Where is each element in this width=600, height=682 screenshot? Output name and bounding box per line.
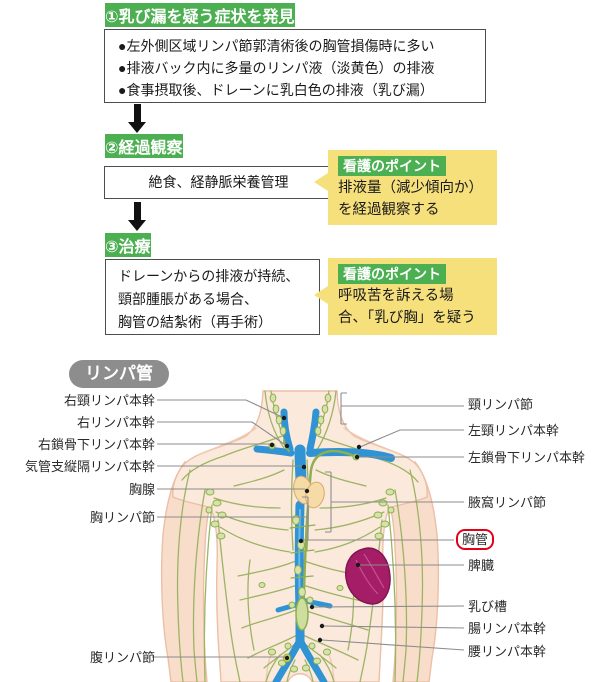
nursing-point-title: 看護のポイント bbox=[338, 156, 446, 176]
lymph-nodes bbox=[205, 393, 395, 673]
leader-lines bbox=[152, 392, 465, 658]
diagram-title-pill: リンパ管 bbox=[69, 360, 169, 388]
step1-bullet: ●左外側区域リンパ節郭清術後の胸管損傷時に多い bbox=[118, 38, 435, 54]
nursing-point-callout: 看護のポイント 呼吸苦を訴える場 合、「乳び胸」を疑う bbox=[314, 258, 497, 335]
label-cisterna-chyli: 乳び槽 bbox=[468, 599, 508, 614]
label-lumbar-trunk: 腰リンパ本幹 bbox=[468, 644, 547, 659]
label-right-jugular-trunk: 右頸リンパ本幹 bbox=[63, 393, 155, 408]
label-left-subclavian-trunk: 左鎖骨下リンパ本幹 bbox=[468, 450, 586, 465]
nursing-point-title: 看護のポイント bbox=[338, 264, 446, 284]
label-thymus: 胸腺 bbox=[128, 482, 155, 497]
step3-line: 頸部腫脹がある場合、 bbox=[118, 291, 258, 307]
label-thoracic-lymph-nodes: 胸リンパ節 bbox=[89, 510, 155, 525]
step2-header: ②経過観察 bbox=[105, 134, 183, 158]
label-left-jugular-trunk: 左頸リンパ本幹 bbox=[468, 423, 560, 438]
step3-header: ③治療 bbox=[105, 233, 151, 257]
cisterna-chyli bbox=[295, 597, 309, 631]
nursing-point-text: 合、「乳び胸」を疑う bbox=[338, 310, 476, 326]
label-axillary-lymph-nodes: 腋窩リンパ節 bbox=[468, 495, 547, 510]
down-arrow-icon bbox=[128, 202, 146, 231]
thoracic-duct-red-outline: 胸管 bbox=[456, 529, 495, 550]
nursing-point-text: 呼吸苦を訴える場 bbox=[338, 288, 454, 304]
spleen bbox=[345, 547, 391, 605]
step1-bullet: ●食事摂取後、ドレーンに乳白色の排液（乳び漏） bbox=[118, 82, 434, 98]
label-bronchomediastinal-trunk: 気管支縦隔リンパ本幹 bbox=[24, 459, 155, 474]
step3-box: ドレーンからの排液が持続、 頸部腫脹がある場合、 胸管の結紮術（再手術） bbox=[105, 259, 320, 335]
step1-bullet: ●排液バック内に多量のリンパ液（淡黄色）の排液 bbox=[118, 60, 435, 76]
step1-box: ●左外側区域リンパ節郭清術後の胸管損傷時に多い ●排液バック内に多量のリンパ液（… bbox=[104, 29, 486, 103]
callout-pointer-icon bbox=[314, 173, 328, 191]
step3-line: 胸管の結紮術（再手術） bbox=[118, 314, 272, 330]
label-right-lymphatic-trunk: 右リンパ本幹 bbox=[76, 415, 155, 430]
label-cervical-lymph-nodes: 頸リンパ節 bbox=[468, 397, 534, 412]
leader-dots bbox=[269, 415, 362, 661]
nursing-point-callout: 看護のポイント 排液量（減少傾向か） を経過観察する bbox=[314, 150, 497, 225]
nursing-point-text: 排液量（減少傾向か） bbox=[338, 180, 483, 196]
label-thoracic-duct-highlighted: 胸管 bbox=[456, 529, 495, 550]
down-arrow-icon bbox=[128, 104, 146, 133]
label-abdominal-lymph-nodes: 腹リンパ節 bbox=[89, 650, 155, 665]
label-spleen: 脾臓 bbox=[468, 558, 495, 573]
callout-pointer-icon bbox=[314, 286, 328, 304]
nursing-point-text: を経過観察する bbox=[338, 202, 440, 218]
label-right-subclavian-trunk: 右鎖骨下リンパ本幹 bbox=[37, 437, 155, 452]
label-intestinal-trunk: 腸リンパ本幹 bbox=[468, 621, 547, 636]
step1-header: ①乳び漏を疑う症状を発見 bbox=[105, 3, 295, 27]
step3-line: ドレーンからの排液が持続、 bbox=[118, 268, 300, 284]
